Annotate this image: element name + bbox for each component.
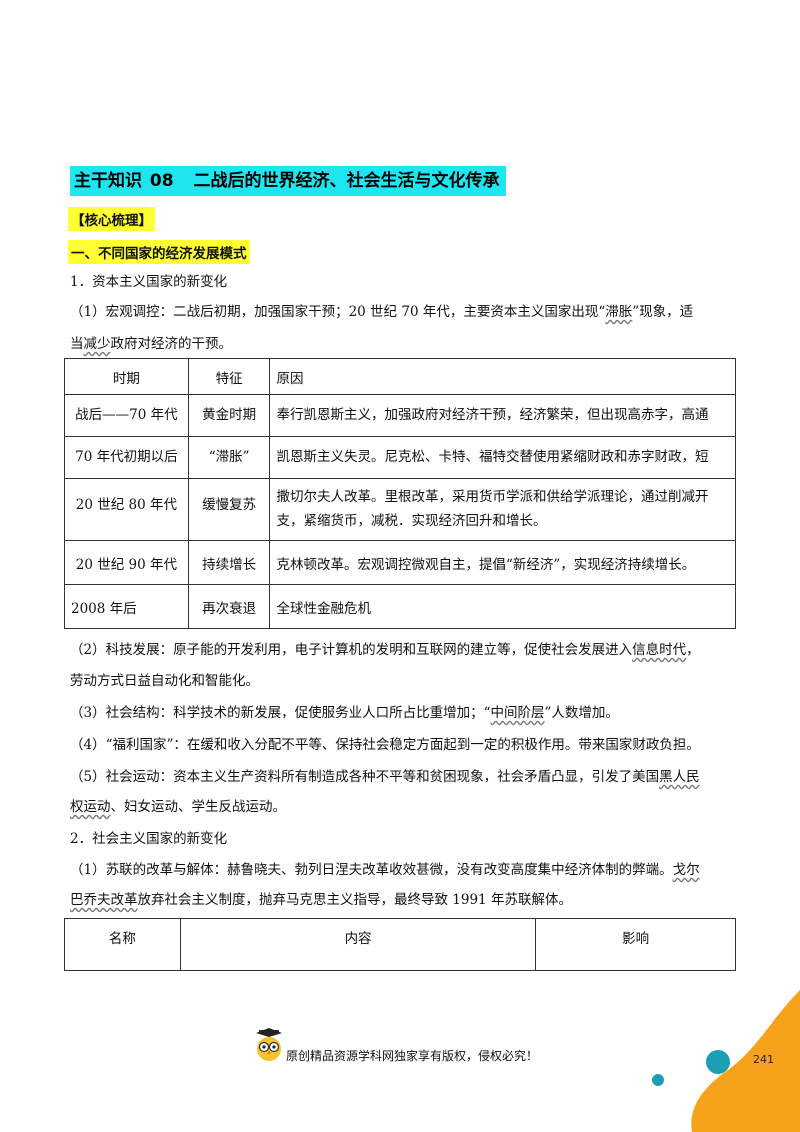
paragraph-soviet-reform-line2: 巴乔夫改革放弃社会主义制度，抛弃马克思主义指导，最终导致 1991 年苏联解体。: [70, 892, 572, 908]
underlined-term-gorbachev-1: 戈尔: [672, 862, 700, 878]
table-row: 战后——70 年代 黄金时期 奉行凯恩斯主义，加强政府对经济干预，经济繁荣，但出…: [64, 394, 736, 437]
table-cell-period: 战后——70 年代: [64, 394, 189, 437]
section-heading-1: 一、不同国家的经济发展模式: [68, 240, 250, 264]
table-header-cell: 名称: [64, 918, 181, 971]
copyright-footer: 原创精品资源学科网独家享有版权，侵权必究！: [286, 1049, 539, 1063]
page-number: 241: [753, 1053, 774, 1066]
paragraph-social-movements-line2: 权运动、妇女运动、学生反战运动。: [70, 799, 286, 815]
paragraph-technology-line1: （2）科技发展：原子能的开发利用，电子计算机的发明和互联网的建立等，促使社会发展…: [70, 642, 700, 658]
table-row: 20 世纪 90 年代 持续增长 克林顿改革。宏观调控微观自主，提倡“新经济”，…: [64, 540, 736, 585]
table-cell-feature: 缓慢复苏: [187, 478, 271, 541]
table-header-cell: 影响: [535, 918, 736, 971]
table-cell-feature: “滞胀”: [187, 436, 271, 479]
table-header-cell: 特征: [187, 358, 271, 395]
paragraph-soviet-reform-line1: （1）苏联的改革与解体：赫鲁晓夫、勃列日涅夫改革收效甚微，没有改变高度集中经济体…: [70, 862, 700, 878]
subheading-capitalist: 1．资本主义国家的新变化: [70, 274, 228, 290]
table-cell-feature: 持续增长: [187, 540, 271, 585]
table-cell-reason: 奉行凯恩斯主义，加强政府对经济干预，经济繁荣，但出现高赤字，高通: [269, 394, 736, 437]
table-cell-feature: 黄金时期: [187, 394, 271, 437]
table-header-cell: 原因: [269, 358, 736, 395]
underlined-term-information-age: 信息时代: [632, 642, 687, 658]
table-header-row: 名称 内容 影响: [64, 918, 736, 971]
underlined-term-gorbachev-2: 巴乔夫改革: [70, 892, 138, 908]
underlined-term-stagflation: 滞胀: [605, 304, 633, 320]
table-row: 2008 年后 再次衰退 全球性金融危机: [64, 584, 736, 629]
table-row: 20 世纪 80 年代 缓慢复苏 撒切尔夫人改革。里根改革，采用货币学派和供给学…: [64, 478, 736, 541]
paragraph-technology-line2: 劳动方式日益自动化和智能化。: [70, 673, 259, 689]
subheading-socialist: 2．社会主义国家的新变化: [70, 831, 228, 847]
table-cell-period: 2008 年后: [64, 584, 189, 629]
mascot-owl-icon: [256, 1028, 282, 1061]
paragraph-social-movements-line1: （5）社会运动：资本主义生产资料所有制造成各种不平等和贫困现象，社会矛盾凸显，引…: [70, 769, 700, 785]
table-header-cell: 内容: [179, 918, 537, 971]
table-header-cell: 时期: [64, 358, 189, 395]
table-header-row: 时期 特征 原因: [64, 358, 736, 395]
paragraph-social-structure: （3）社会结构：科学技术的新发展，促使服务业人口所占比重增加；“中间阶层”人数增…: [70, 705, 619, 721]
table-cell-reason: 凯恩斯主义失灵。尼克松、卡特、福特交替使用紧缩财政和赤字财政，短: [269, 436, 736, 479]
soviet-reform-table: 名称 内容 影响: [64, 918, 736, 971]
underlined-term-middle-class: 中间阶层: [490, 705, 545, 721]
table-cell-reason: 撒切尔夫人改革。里根改革，采用货币学派和供给学派理论，通过削减开支，紧缩货币，减…: [269, 478, 736, 541]
table-cell-period: 70 年代初期以后: [64, 436, 189, 479]
decorative-dots: [652, 1050, 730, 1086]
table-cell-reason: 克林顿改革。宏观调控微观自主，提倡“新经济”，实现经济持续增长。: [269, 540, 736, 585]
paragraph-macro-control-line1: （1）宏观调控：二战后初期，加强国家干预；20 世纪 70 年代，主要资本主义国…: [70, 304, 694, 320]
underlined-term-civil-rights-1: 黑人民: [659, 769, 700, 785]
decorative-orange-shape: [691, 990, 800, 1132]
table-cell-reason: 全球性金融危机: [269, 584, 736, 629]
table-cell-period: 20 世纪 80 年代: [64, 478, 189, 541]
underlined-term-reduce: 减少: [83, 336, 111, 352]
paragraph-welfare-state: （4）“福利国家”：在缓和收入分配不平等、保持社会稳定方面起到一定的积极作用。带…: [70, 737, 700, 753]
core-summary-label: 【核心梳理】: [68, 207, 155, 231]
table-row: 70 年代初期以后 “滞胀” 凯恩斯主义失灵。尼克松、卡特、福特交替使用紧缩财政…: [64, 436, 736, 479]
page-title: 主干知识 08 二战后的世界经济、社会生活与文化传承: [70, 166, 506, 196]
table-cell-period: 20 世纪 90 年代: [64, 540, 189, 585]
paragraph-macro-control-line2: 当减少政府对经济的干预。: [70, 336, 232, 352]
underlined-term-civil-rights-2: 权运动: [70, 799, 111, 815]
table-cell-feature: 再次衰退: [187, 584, 271, 629]
economic-periods-table: 时期 特征 原因 战后——70 年代 黄金时期 奉行凯恩斯主义，加强政府对经济干…: [64, 358, 736, 629]
